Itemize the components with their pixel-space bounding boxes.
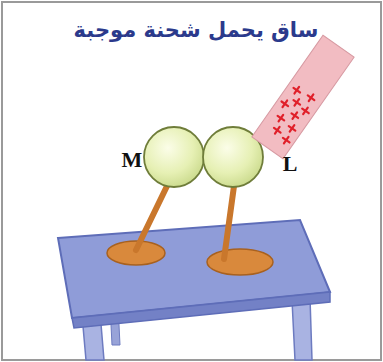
title: ساق يحمل شحنة موجبة — [74, 18, 319, 42]
stand-l — [207, 186, 273, 275]
table — [58, 220, 330, 360]
part-label: M — [122, 147, 143, 173]
part-label: L — [283, 151, 298, 177]
charged-rod — [252, 35, 354, 158]
sphere-m — [144, 127, 204, 187]
positive-charges — [263, 82, 320, 146]
stand-m — [107, 184, 168, 265]
frame — [2, 2, 381, 360]
